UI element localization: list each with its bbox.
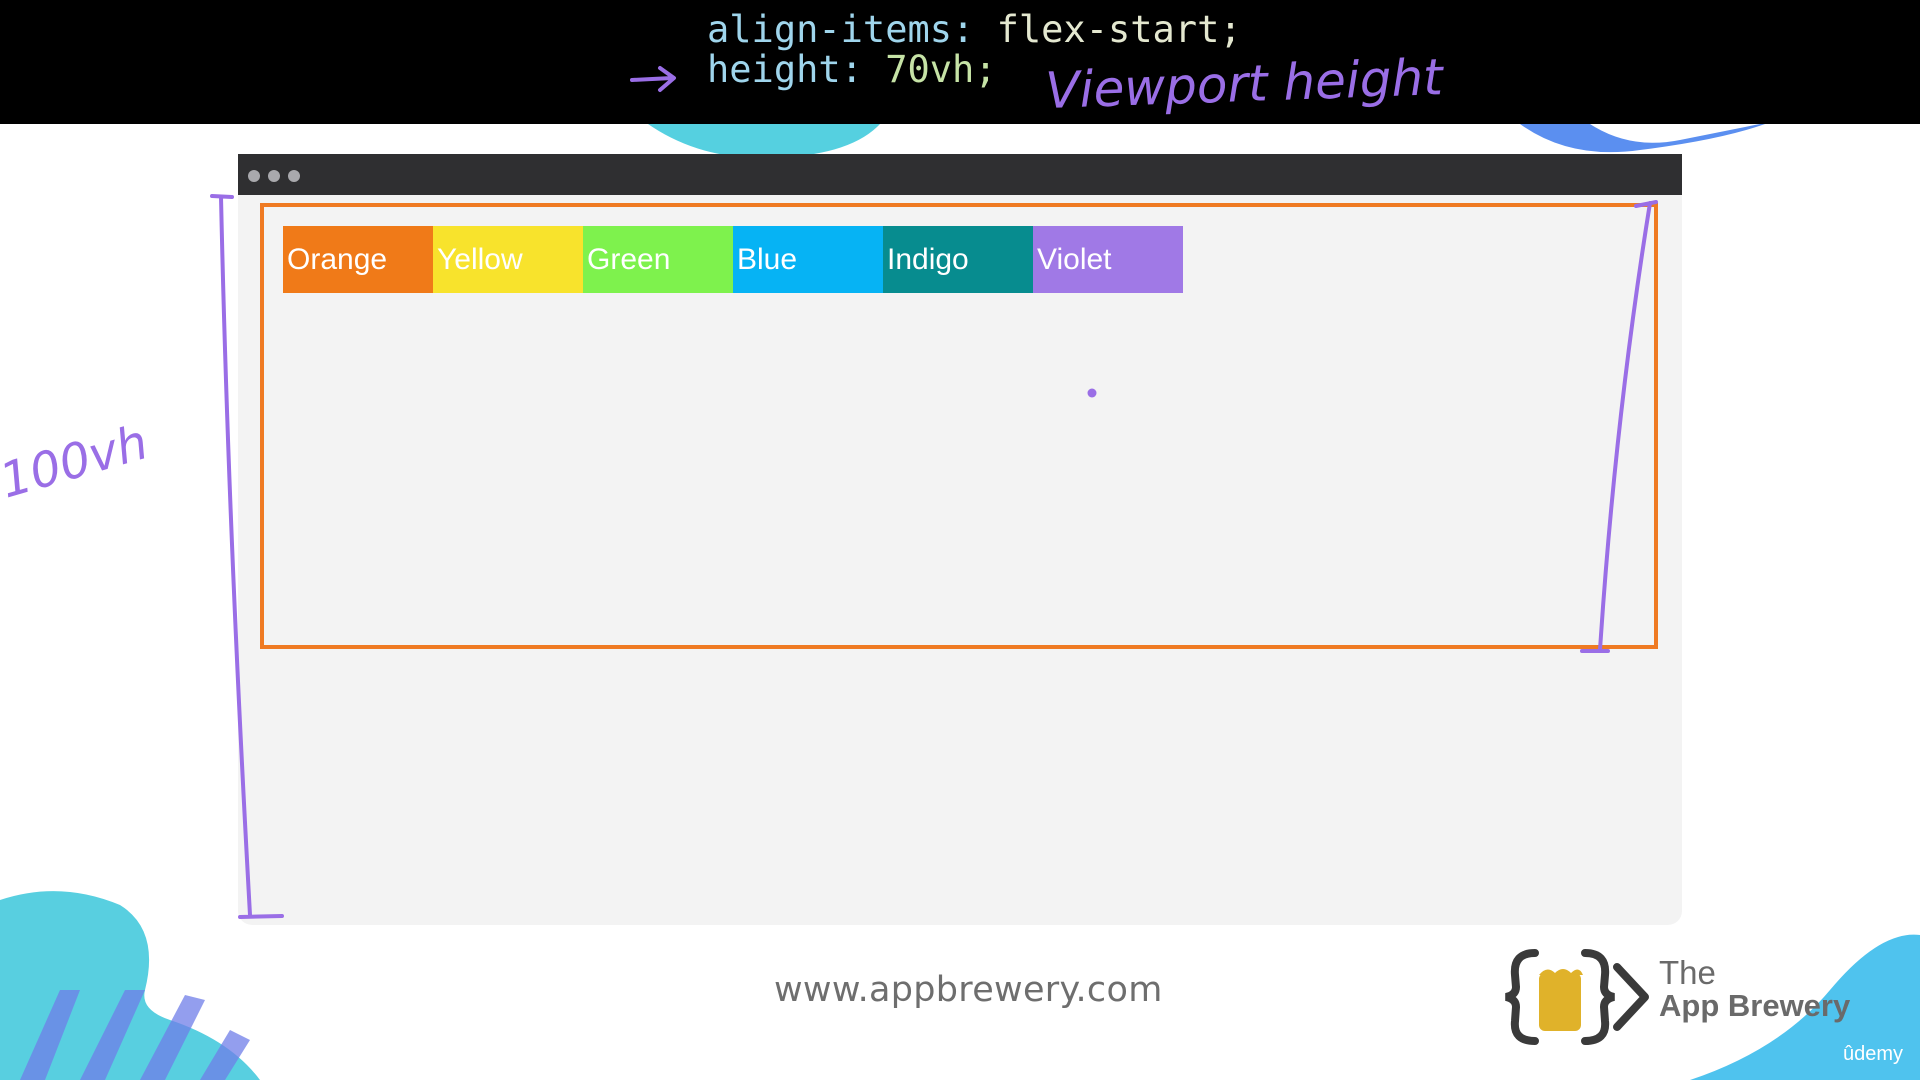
bracket-100vh (210, 194, 284, 919)
flex-item-indigo: Indigo (883, 226, 1033, 293)
flex-items-row: Orange Yellow Green Blue Indigo Violet (283, 226, 1183, 293)
flex-item-green: Green (583, 226, 733, 293)
viewport-height-note: Viewport height (1044, 48, 1446, 120)
window-dot-icon (268, 170, 280, 182)
code-property: align-items: (707, 8, 997, 51)
footer-url[interactable]: www.appbrewery.com (774, 970, 1163, 1010)
code-bar: align-items: flex-start; height: 70vh; (0, 0, 1920, 124)
flex-item-violet: Violet (1033, 226, 1183, 293)
udemy-watermark: ûdemy (1843, 1043, 1904, 1065)
arrow-annotation (630, 66, 676, 92)
hundred-vh-note: 100vh (0, 414, 154, 509)
code-value: flex-start; (996, 8, 1242, 51)
window-dot-icon (288, 170, 300, 182)
brand-the: The (1659, 954, 1716, 991)
pointer-dot (1087, 388, 1097, 398)
window-dot-icon (248, 170, 260, 182)
flex-item-orange: Orange (283, 226, 433, 293)
code-line-height: height: 70vh; (707, 48, 997, 91)
code-line-align-items: align-items: flex-start; (707, 8, 1242, 51)
brand-name: App Brewery (1659, 988, 1851, 1023)
code-property: height: (707, 48, 886, 91)
app-brewery-logo-icon (1505, 949, 1649, 1045)
code-value: 70vh; (885, 48, 997, 91)
browser-titlebar (238, 154, 1682, 195)
flex-item-blue: Blue (733, 226, 883, 293)
flex-container: Orange Yellow Green Blue Indigo Violet (260, 203, 1658, 649)
bracket-70vh (1580, 200, 1658, 653)
flex-item-yellow: Yellow (433, 226, 583, 293)
